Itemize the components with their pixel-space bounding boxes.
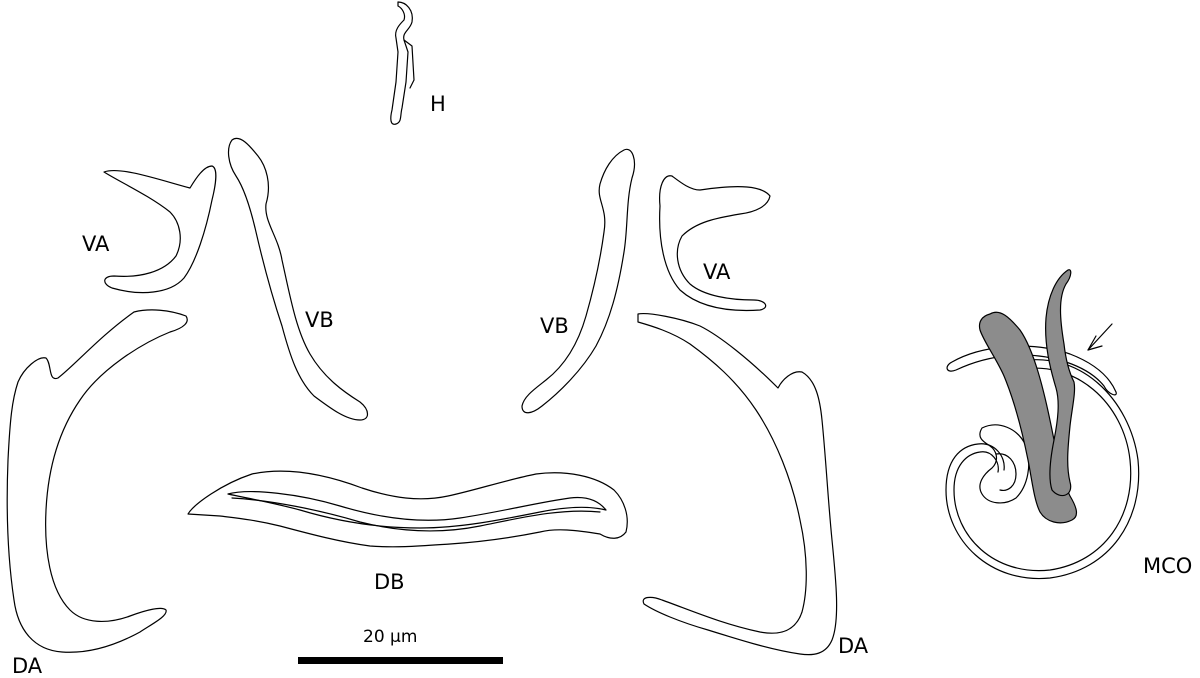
hook-sclerite: [390, 1, 415, 125]
label-ventral-anchor-right: VA: [703, 260, 731, 284]
male-copulatory-organ: [945, 269, 1140, 580]
label-ventral-anchor-left: VA: [82, 232, 110, 256]
label-dorsal-bar: DB: [374, 570, 405, 594]
ventral-anchor-right: [659, 175, 771, 312]
label-ventral-bar-left: VB: [305, 308, 334, 332]
label-dorsal-anchor-left: DA: [12, 654, 43, 678]
dorsal-anchor-left: [6, 309, 188, 653]
dorsal-bar: [187, 470, 628, 548]
label-mco: MCO: [1143, 554, 1193, 578]
ventral-bar-left: [227, 137, 369, 421]
label-ventral-bar-right: VB: [540, 314, 569, 338]
label-hook: H: [430, 92, 446, 116]
label-dorsal-anchor-right: DA: [838, 634, 869, 658]
dorsal-anchor-right: [637, 313, 838, 656]
scale-bar-line: [298, 657, 503, 664]
scale-bar-label: 20 µm: [363, 627, 418, 647]
ventral-bar-right: [521, 148, 636, 414]
ventral-anchor-left: [103, 165, 217, 294]
